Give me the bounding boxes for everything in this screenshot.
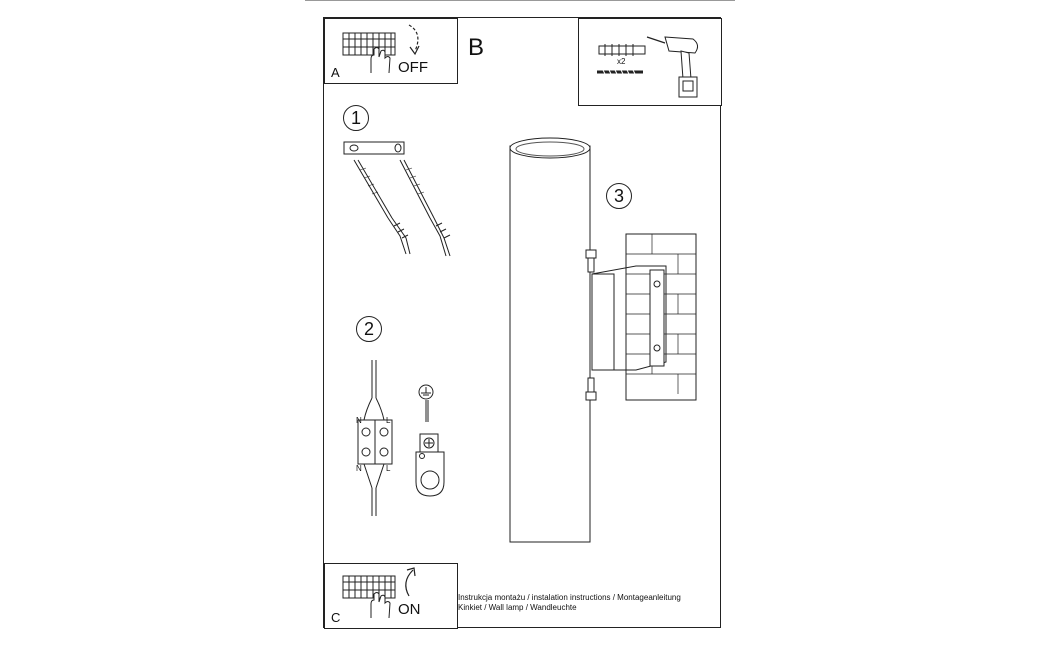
wall-lamp-cylinder xyxy=(509,137,591,543)
panel-a-state: OFF xyxy=(398,59,428,76)
top-rule xyxy=(305,0,735,1)
wiring-connector-diagram xyxy=(357,360,393,516)
panel-c-letter: C xyxy=(331,610,341,625)
wire-label-top-left: N xyxy=(356,416,362,425)
caption-line-2: Kinkiet / Wall lamp / Wandleuchte xyxy=(458,603,577,612)
tools-panel: x2 xyxy=(578,18,722,106)
wall-mount-bracket xyxy=(585,233,697,401)
panel-a-power-off: A OFF xyxy=(324,18,458,84)
wire-label-top-right: L xyxy=(386,416,391,425)
wall-plug-icon xyxy=(598,44,646,56)
panel-b-letter: B xyxy=(468,34,485,61)
step-3-number: 3 xyxy=(606,183,632,209)
panel-a-letter: A xyxy=(331,65,340,80)
screw-icon xyxy=(597,69,643,75)
wire-label-bottom-left: N xyxy=(356,464,362,473)
step-1-number: 1 xyxy=(343,105,369,131)
rotate-on-arrow-icon xyxy=(405,567,416,597)
drill-icon xyxy=(646,36,699,98)
step-2-number: 2 xyxy=(356,316,382,342)
terminal-block-icon xyxy=(342,32,396,56)
panel-c-power-on: C ON xyxy=(324,563,458,629)
caption: Instrukcja montażu / instalation instruc… xyxy=(458,593,681,613)
quantity-label: x2 xyxy=(617,57,626,66)
ground-terminal-diagram xyxy=(415,384,445,497)
rotate-off-arrow-icon xyxy=(408,24,420,56)
caption-line-1: Instrukcja montażu / instalation instruc… xyxy=(458,593,681,602)
wire-label-bottom-right: L xyxy=(386,464,391,473)
panel-c-state: ON xyxy=(398,601,421,618)
hand-icon xyxy=(370,47,391,74)
hand-icon xyxy=(370,592,391,619)
instruction-sheet: A OFF B x2 1 xyxy=(323,17,722,629)
mounting-bracket-with-plugs xyxy=(343,141,451,257)
terminal-block-icon xyxy=(342,575,396,599)
